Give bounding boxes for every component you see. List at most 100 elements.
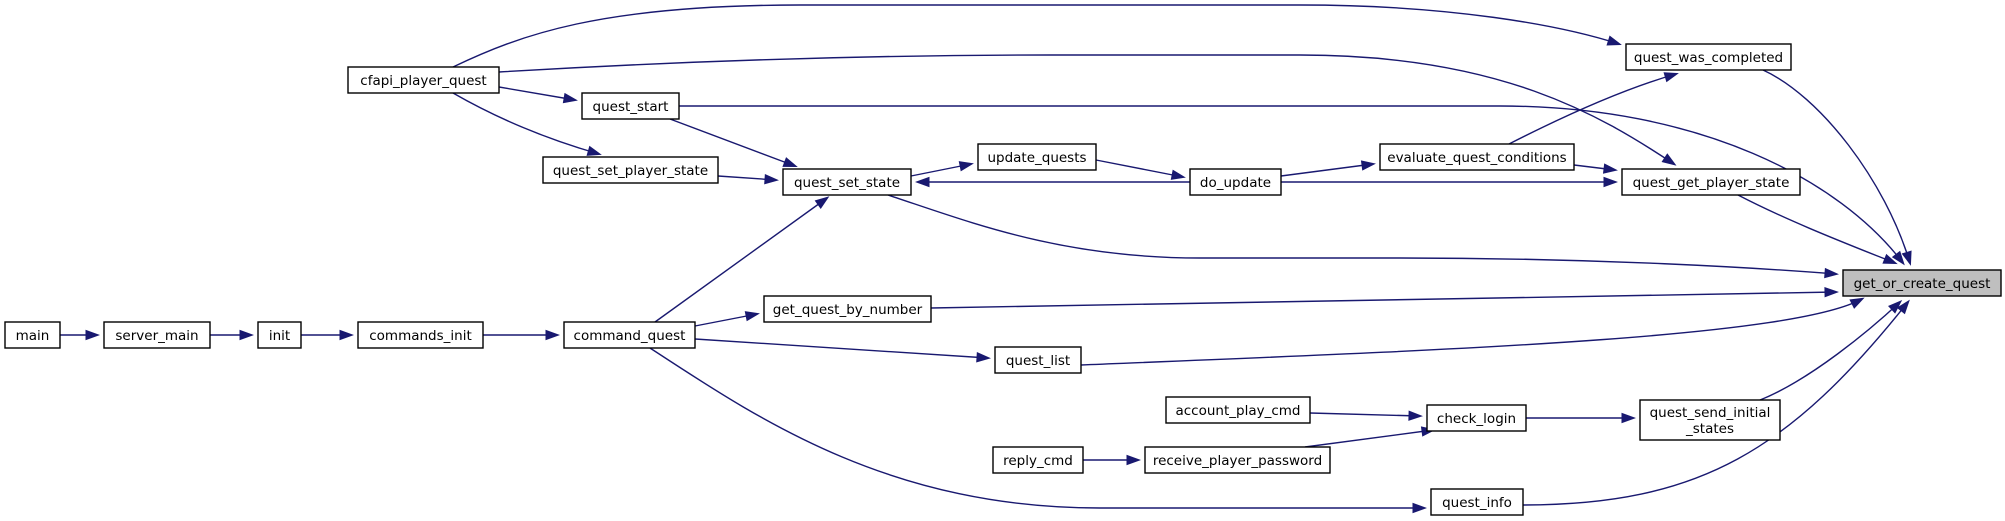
node-box bbox=[1639, 399, 1781, 441]
node-box bbox=[1189, 168, 1282, 196]
arrowhead bbox=[1621, 412, 1636, 424]
node-command-quest[interactable]: command_quest bbox=[563, 321, 696, 349]
node-reply-cmd[interactable]: reply_cmd bbox=[992, 446, 1084, 474]
node-label: quest_start bbox=[593, 99, 669, 115]
node-label: check_login bbox=[1437, 411, 1516, 427]
edge-line bbox=[1095, 159, 1184, 178]
node-box bbox=[581, 92, 680, 120]
node-quest-send-initial-states[interactable]: quest_send_initial_states bbox=[1639, 399, 1781, 441]
node-quest-info[interactable]: quest_info bbox=[1430, 488, 1524, 516]
node-box bbox=[257, 321, 302, 349]
edge-cfapi-player-quest-to-quest-was-completed bbox=[452, 4, 1622, 68]
edge-evaluate-quest-conditions-to-quest-was-completed bbox=[1508, 72, 1679, 145]
edge-line bbox=[669, 118, 796, 167]
node-quest-was-completed[interactable]: quest_was_completed bbox=[1625, 43, 1792, 71]
edge-line bbox=[679, 105, 1904, 264]
arrowhead bbox=[239, 329, 254, 341]
arrowhead bbox=[915, 176, 930, 188]
edge-line bbox=[1762, 69, 1911, 264]
edge-line bbox=[1737, 194, 1896, 264]
arrowhead bbox=[1606, 35, 1622, 46]
node-label: get_or_create_quest bbox=[1854, 276, 1991, 292]
node-get-or-create-quest[interactable]: get_or_create_quest bbox=[1842, 269, 2002, 297]
arrowhead bbox=[1663, 72, 1679, 83]
edge-do-update-to-quest-get-player-state bbox=[1281, 176, 1618, 188]
arrowhead bbox=[1602, 163, 1618, 174]
edge-line bbox=[1280, 163, 1374, 177]
arrowhead bbox=[1901, 250, 1912, 266]
node-update-quests[interactable]: update_quests bbox=[977, 143, 1097, 171]
arrowhead bbox=[339, 329, 354, 341]
arrowhead bbox=[1126, 454, 1141, 466]
edge-commands-init-to-command-quest bbox=[483, 329, 560, 341]
node-cfapi-player-quest[interactable]: cfapi_player_quest bbox=[347, 66, 500, 94]
node-box bbox=[542, 156, 719, 184]
node-box bbox=[782, 168, 912, 196]
edge-quest-list-to-get-or-create-quest bbox=[1080, 297, 1865, 366]
edge-command-quest-to-quest-set-state bbox=[654, 196, 830, 323]
edge-line bbox=[694, 338, 989, 359]
edge-quest-was-completed-to-get-or-create-quest bbox=[1762, 69, 1912, 266]
node-label: evaluate_quest_conditions bbox=[1387, 150, 1566, 166]
edges-layer bbox=[60, 4, 1912, 514]
node-do-update[interactable]: do_update bbox=[1189, 168, 1282, 196]
node-receive-player-password[interactable]: receive_player_password bbox=[1144, 446, 1331, 474]
edge-quest-send-initial-states-to-get-or-create-quest bbox=[1759, 299, 1903, 401]
node-quest-list[interactable]: quest_list bbox=[994, 346, 1082, 374]
node-label: quest_send_initial bbox=[1650, 405, 1771, 421]
node-box bbox=[763, 295, 932, 323]
edge-line bbox=[498, 54, 1675, 165]
edge-check-login-to-quest-send-initial-states bbox=[1526, 412, 1636, 424]
nodes-layer: get_or_create_quest quest_was_completedcf… bbox=[4, 43, 2002, 516]
node-box bbox=[1426, 404, 1527, 432]
node-commands-init[interactable]: commands_init bbox=[357, 321, 484, 349]
node-server-main[interactable]: server_main bbox=[103, 321, 211, 349]
edge-quest-get-player-state-to-get-or-create-quest bbox=[1737, 194, 1898, 265]
arrowhead bbox=[1408, 410, 1423, 421]
node-quest-start[interactable]: quest_start bbox=[581, 92, 680, 120]
arrowhead bbox=[1882, 253, 1898, 265]
node-label: account_play_cmd bbox=[1175, 403, 1300, 419]
arrowhead bbox=[1824, 286, 1839, 298]
node-box bbox=[994, 346, 1082, 374]
edge-reply-cmd-to-receive-player-password bbox=[1083, 454, 1141, 466]
edge-line bbox=[452, 4, 1620, 68]
node-evaluate-quest-conditions[interactable]: evaluate_quest_conditions bbox=[1379, 143, 1575, 171]
node-box bbox=[563, 321, 696, 349]
arrowhead bbox=[1170, 169, 1186, 180]
edge-line bbox=[498, 86, 576, 101]
node-quest-set-state[interactable]: quest_set_state bbox=[782, 168, 912, 196]
edge-line bbox=[649, 347, 1424, 509]
node-account-play-cmd[interactable]: account_play_cmd bbox=[1165, 396, 1311, 424]
edge-line bbox=[930, 291, 1837, 309]
node-check-login[interactable]: check_login bbox=[1426, 404, 1527, 432]
edge-account-play-cmd-to-check-login bbox=[1309, 410, 1423, 421]
node-get-quest-by-number[interactable]: get_quest_by_number bbox=[763, 295, 932, 323]
arrowhead bbox=[764, 174, 779, 185]
node-init[interactable]: init bbox=[257, 321, 302, 349]
arrowhead bbox=[1891, 250, 1905, 266]
node-quest-set-player-state[interactable]: quest_set_player_state bbox=[542, 156, 719, 184]
arrowhead bbox=[976, 352, 991, 363]
node-box bbox=[1144, 446, 1331, 474]
node-box bbox=[1430, 488, 1524, 516]
node-label: server_main bbox=[115, 328, 198, 344]
edge-command-quest-to-get-quest-by-number bbox=[694, 311, 760, 327]
arrowhead bbox=[1412, 502, 1427, 514]
node-box bbox=[103, 321, 211, 349]
arrowhead bbox=[1661, 153, 1677, 166]
node-quest-get-player-state[interactable]: quest_get_player_state bbox=[1621, 168, 1801, 196]
node-label: do_update bbox=[1200, 175, 1271, 191]
node-box bbox=[347, 66, 500, 94]
node-label: get_quest_by_number bbox=[773, 302, 923, 318]
node-label: quest_was_completed bbox=[1634, 50, 1783, 66]
node-label: quest_set_state bbox=[794, 175, 900, 191]
edge-server-main-to-init bbox=[210, 329, 254, 341]
node-main[interactable]: main bbox=[4, 321, 61, 349]
edge-line bbox=[452, 92, 600, 155]
node-label: reply_cmd bbox=[1003, 453, 1073, 469]
edge-line bbox=[887, 194, 1837, 275]
edge-line bbox=[1304, 429, 1434, 448]
arrowhead bbox=[1824, 267, 1839, 279]
edge-quest-set-player-state-to-quest-set-state bbox=[717, 174, 779, 185]
